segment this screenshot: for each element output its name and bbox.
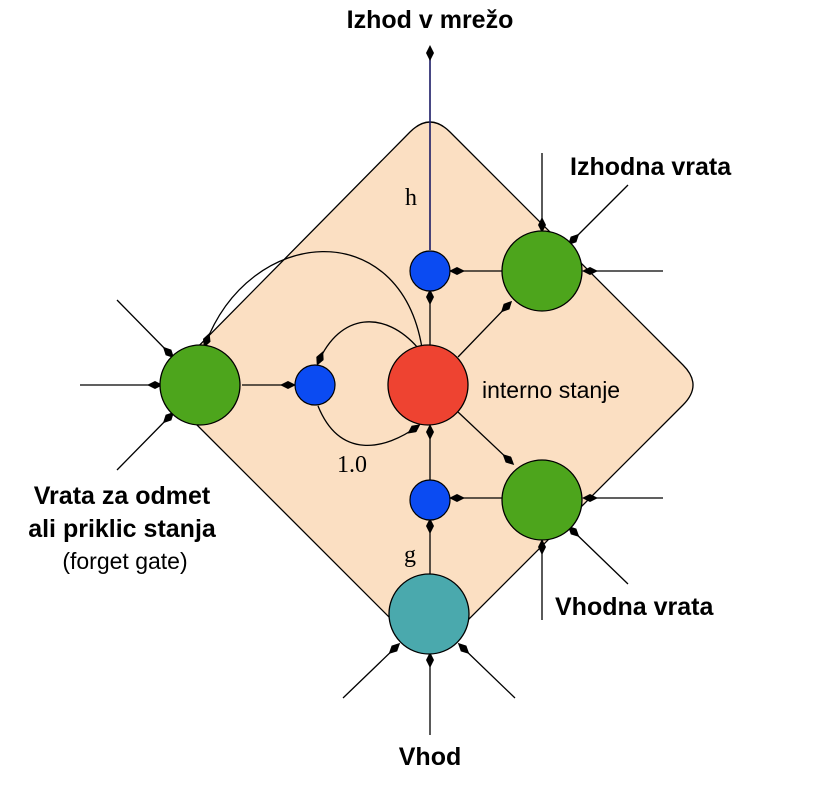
internal-state-label: interno stanje [482, 377, 620, 403]
h-label: h [405, 185, 417, 211]
output-gate-node [501, 230, 583, 312]
g-label: g [404, 542, 416, 568]
internal-state-node [387, 344, 469, 426]
input-multiplier-node [409, 479, 451, 521]
forget-gate-wires [80, 299, 175, 471]
output-gate-wires [538, 153, 663, 275]
forget-gate-label-line2: ali priklic stanja [28, 515, 217, 543]
output-multiplier-node [409, 250, 451, 292]
input-gate-label: Vhodna vrata [555, 593, 714, 621]
forget-gate-label-line3: (forget gate) [62, 548, 187, 574]
recurrent-weight-label: 1.0 [337, 452, 367, 478]
forget-multiplier-node [294, 364, 336, 406]
input-gate-wires [538, 494, 663, 620]
output-to-network-label: Izhod v mrežo [347, 6, 514, 34]
input-node [388, 573, 470, 655]
input-wires [342, 642, 516, 735]
input-gate-node [501, 459, 583, 541]
internal-connections [203, 251, 515, 575]
forget-gate-node [159, 344, 241, 426]
forget-gate-label-line1: Vrata za odmet [34, 482, 211, 510]
input-label: Vhod [399, 743, 462, 771]
output-gate-label: Izhodna vrata [570, 153, 732, 181]
